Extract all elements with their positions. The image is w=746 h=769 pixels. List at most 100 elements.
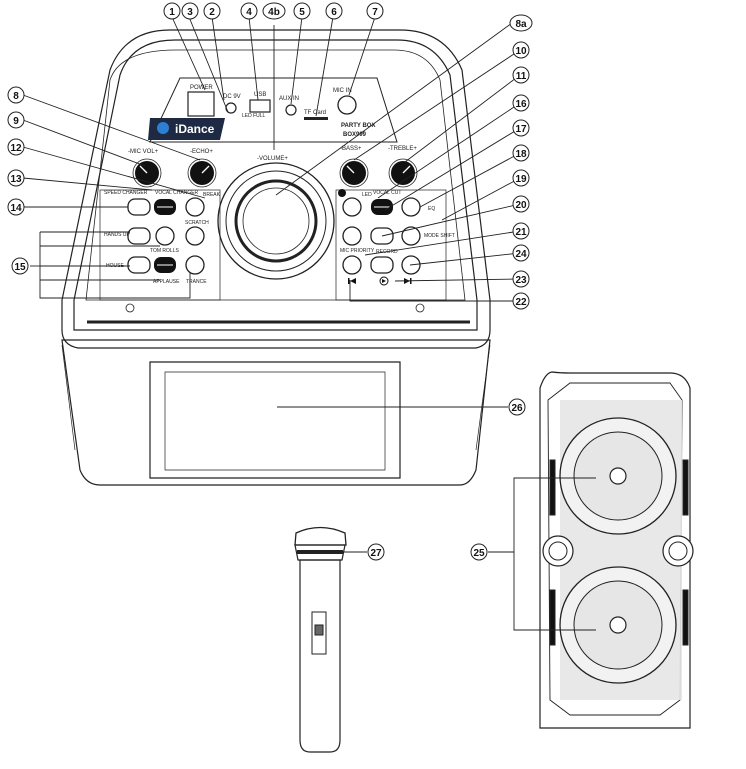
power-switch[interactable] bbox=[187, 91, 215, 117]
svg-text:19: 19 bbox=[515, 174, 527, 185]
hands-up-button[interactable] bbox=[127, 227, 151, 245]
right-buttons: LED VOCAL CUT EQ MODE SHIFT MIC PRIORITY… bbox=[335, 189, 455, 301]
previous-icon bbox=[348, 278, 356, 284]
record-button[interactable] bbox=[370, 256, 394, 274]
callout-17: 17 bbox=[512, 119, 530, 137]
svg-text:22: 22 bbox=[515, 297, 527, 308]
speed-changer-button[interactable] bbox=[127, 198, 151, 216]
svg-text:10: 10 bbox=[515, 46, 527, 57]
aux-jack[interactable] bbox=[285, 104, 297, 116]
break-button[interactable] bbox=[185, 197, 205, 217]
power-label: POWER bbox=[190, 85, 213, 91]
svg-text:25: 25 bbox=[473, 548, 485, 559]
mode-shift-button[interactable] bbox=[401, 226, 421, 246]
callout-4b: 4b bbox=[262, 2, 286, 20]
svg-text:13: 13 bbox=[10, 174, 22, 185]
volume-label: -VOLUME+ bbox=[257, 156, 288, 162]
svg-text:27: 27 bbox=[370, 548, 382, 559]
speed-changer-label: SPEED CHANGER bbox=[104, 190, 148, 196]
mic-in-jack[interactable] bbox=[337, 95, 357, 115]
callout-9: 9 bbox=[7, 111, 25, 129]
callout-25: 25 bbox=[470, 543, 488, 561]
callout-7: 7 bbox=[366, 2, 384, 20]
callout-4: 4 bbox=[240, 2, 258, 20]
mic-in-label: MIC IN bbox=[333, 88, 352, 94]
callout-11: 11 bbox=[512, 66, 530, 84]
mic-priority-label: MIC PRIORITY bbox=[340, 248, 375, 254]
dc-label: DC 9V bbox=[223, 94, 241, 100]
knob-echo-label: -ECHO+ bbox=[190, 149, 213, 155]
svg-text:5: 5 bbox=[299, 7, 305, 18]
callout-18: 18 bbox=[512, 144, 530, 162]
callout-1: 1 bbox=[163, 2, 181, 20]
left-buttons: SPEED CHANGER VOCAL CHANGER BREAK HANDS … bbox=[99, 189, 221, 301]
tom-rolls-button[interactable] bbox=[155, 226, 175, 246]
led-label: LED bbox=[362, 192, 372, 198]
callout-27: 27 bbox=[367, 543, 385, 561]
led-button[interactable] bbox=[342, 197, 362, 217]
eq-label: EQ bbox=[428, 206, 435, 212]
svg-text:18: 18 bbox=[515, 149, 527, 160]
scratch-button[interactable] bbox=[185, 226, 205, 246]
tom-rolls-label: TOM ROLLS bbox=[150, 248, 179, 254]
callout-20: 20 bbox=[512, 195, 530, 213]
tf-card-slot[interactable] bbox=[304, 117, 328, 120]
svg-text:4b: 4b bbox=[268, 7, 280, 18]
svg-text:4: 4 bbox=[246, 7, 252, 18]
callout-14: 14 bbox=[7, 198, 25, 216]
tf-card-label: TF Card bbox=[304, 110, 326, 116]
callout-8: 8 bbox=[7, 86, 25, 104]
svg-text:8: 8 bbox=[13, 91, 19, 102]
mic-priority-button[interactable] bbox=[342, 255, 362, 275]
callout-15: 15 bbox=[11, 257, 29, 275]
eq-button[interactable] bbox=[401, 197, 421, 217]
callout-22: 22 bbox=[512, 292, 530, 310]
svg-text:6: 6 bbox=[331, 7, 337, 18]
callout-21: 21 bbox=[512, 222, 530, 240]
knob-mic-label: -MIC VOL+ bbox=[128, 149, 159, 155]
aux-label: AUX IN bbox=[279, 96, 299, 102]
svg-text:1: 1 bbox=[169, 7, 175, 18]
control-panel-top: iDance POWER DC 9V LED FULL USB AUX IN T… bbox=[148, 77, 398, 143]
microphone bbox=[294, 526, 347, 753]
callout-3: 3 bbox=[181, 2, 199, 20]
callout-23: 23 bbox=[512, 270, 530, 288]
break-label: BREAK bbox=[203, 192, 221, 198]
callout-16: 16 bbox=[512, 94, 530, 112]
speaker-back-view bbox=[539, 371, 694, 729]
callout-2: 2 bbox=[203, 2, 221, 20]
usb-label: USB bbox=[254, 92, 266, 98]
brand-logo: iDance bbox=[175, 122, 215, 136]
mic-switch[interactable] bbox=[311, 611, 327, 655]
usb-port[interactable] bbox=[249, 99, 271, 113]
callout-6: 6 bbox=[325, 2, 343, 20]
speaker-body bbox=[61, 29, 491, 486]
svg-text:11: 11 bbox=[516, 71, 527, 82]
callout-24: 24 bbox=[512, 244, 530, 262]
callout-13: 13 bbox=[7, 169, 25, 187]
svg-text:24: 24 bbox=[515, 249, 527, 260]
trance-button[interactable] bbox=[185, 255, 205, 275]
knobs: -MIC VOL+ -ECHO+ -BASS+ -TREBLE+ bbox=[128, 146, 418, 188]
volume-dial[interactable]: -VOLUME+ bbox=[217, 156, 335, 280]
svg-text:14: 14 bbox=[10, 203, 22, 214]
prev-button[interactable] bbox=[342, 226, 362, 246]
svg-text:12: 12 bbox=[10, 143, 22, 154]
led-icon bbox=[338, 189, 346, 197]
applause-label: APPLAUSE bbox=[153, 279, 180, 285]
play-pause-icon bbox=[379, 276, 389, 286]
callout-10: 10 bbox=[512, 41, 530, 59]
led-full-label: LED FULL bbox=[242, 113, 266, 119]
port-right bbox=[662, 535, 694, 567]
svg-text:7: 7 bbox=[372, 7, 378, 18]
house-button[interactable] bbox=[127, 256, 151, 274]
callout-5: 5 bbox=[293, 2, 311, 20]
svg-text:15: 15 bbox=[14, 262, 26, 273]
svg-text:8a: 8a bbox=[515, 19, 527, 30]
callout-8a: 8a bbox=[509, 14, 533, 32]
svg-text:26: 26 bbox=[511, 403, 523, 414]
trance-label: TRANCE bbox=[186, 279, 207, 285]
callout-12: 12 bbox=[7, 138, 25, 156]
model-number: BOX999 bbox=[343, 132, 367, 138]
